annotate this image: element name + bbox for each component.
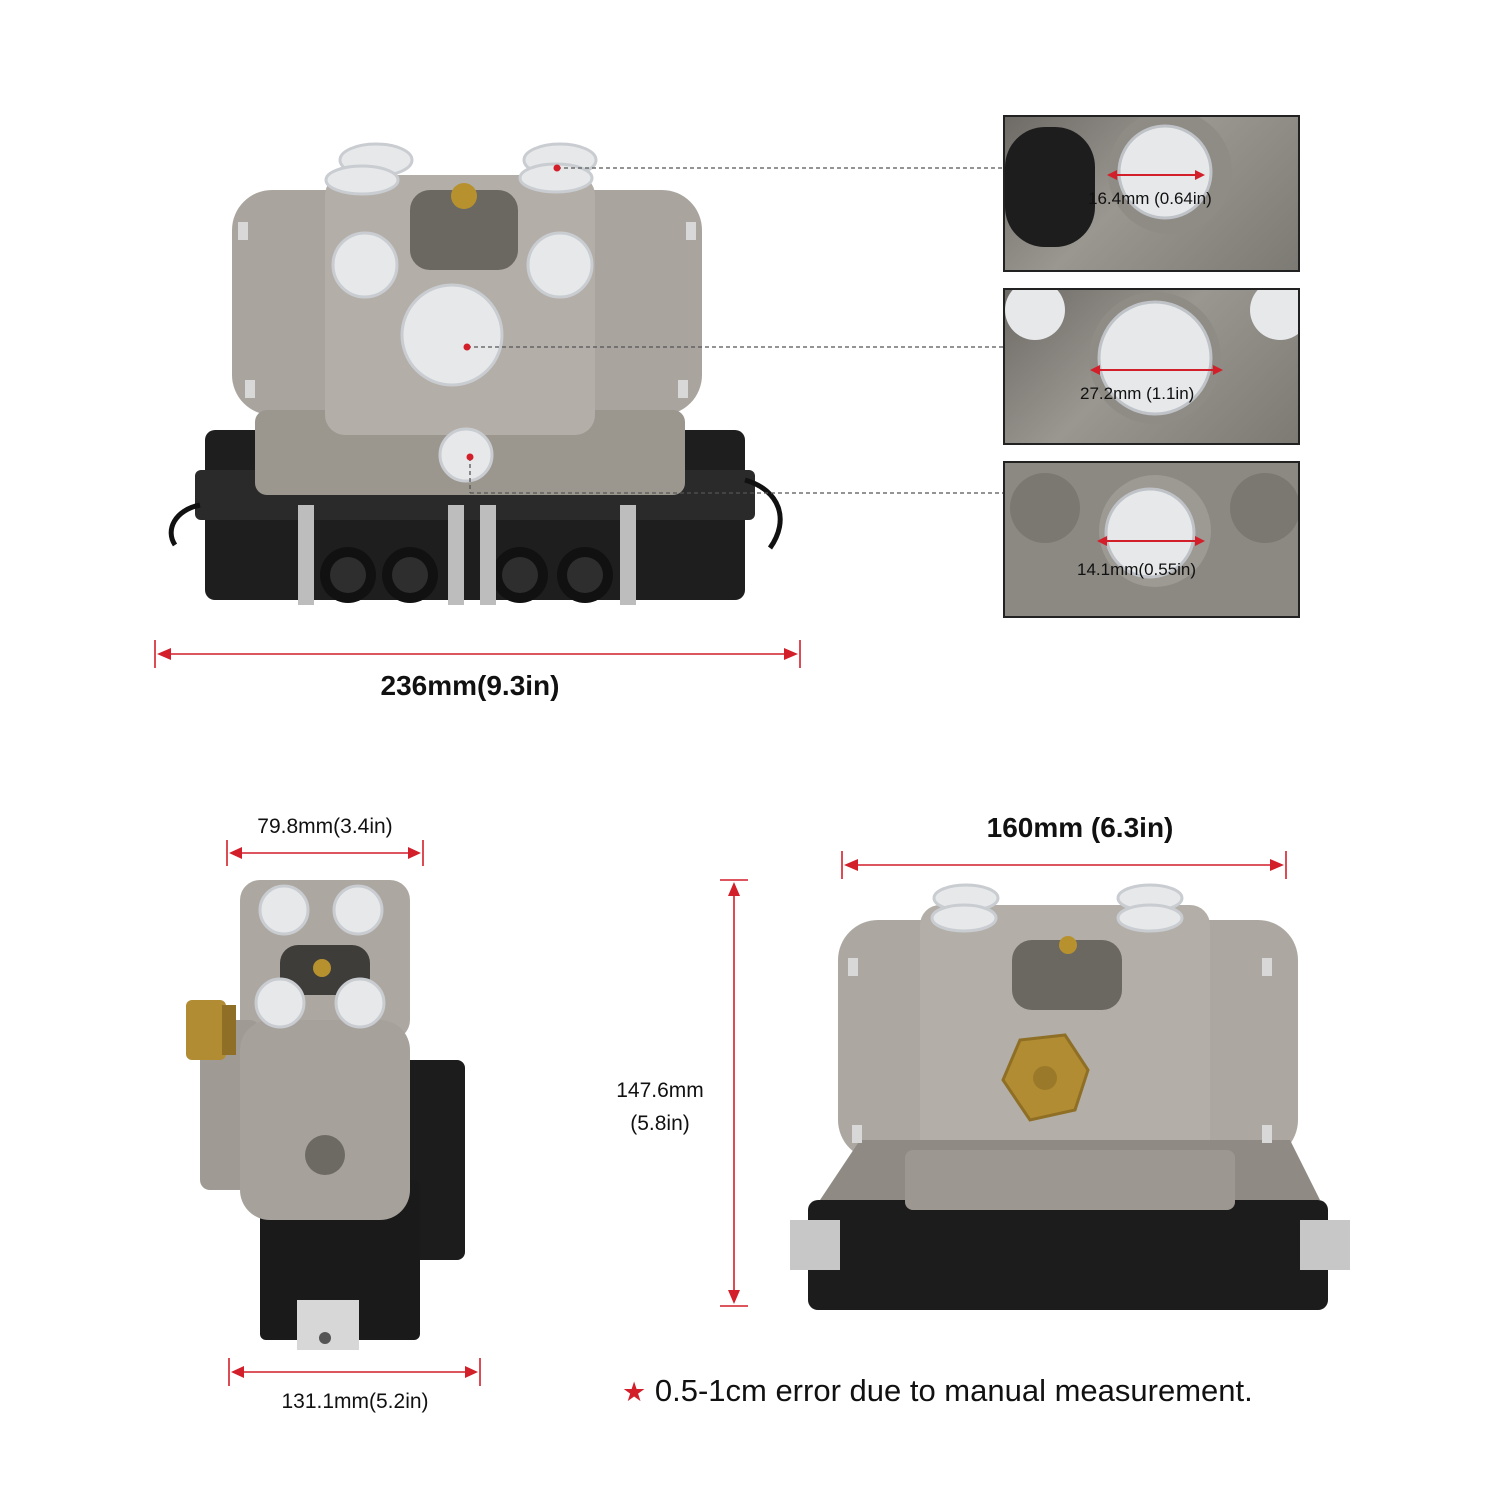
inset-top-port: 16.4mm (0.64in) [1003,115,1300,272]
height-mm-label: 147.6mm [616,1079,704,1102]
inset-middle-port: 27.2mm (1.1in) [1003,288,1300,445]
inset-top-label: 16.4mm (0.64in) [1088,189,1212,208]
inset-bottom-label: 14.1mm(0.55in) [1077,560,1197,579]
side-bottom-width-label: 131.1mm(5.2in) [281,1390,429,1413]
measurement-note: ★ 0.5-1cm error due to manual measuremen… [622,1373,1253,1409]
measurement-note-text: 0.5-1cm error due to manual measurement. [654,1373,1253,1408]
height-in-label: (5.8in) [630,1112,690,1135]
front-width-label: 236mm(9.3in) [380,670,560,701]
inset-bottom-port: 14.1mm(0.55in) [1003,461,1300,618]
inset-middle-label: 27.2mm (1.1in) [1080,384,1195,403]
back-width-label: 160mm (6.3in) [986,812,1174,843]
side-top-width-label: 79.8mm(3.4in) [257,815,393,838]
star-icon: ★ [622,1377,647,1407]
